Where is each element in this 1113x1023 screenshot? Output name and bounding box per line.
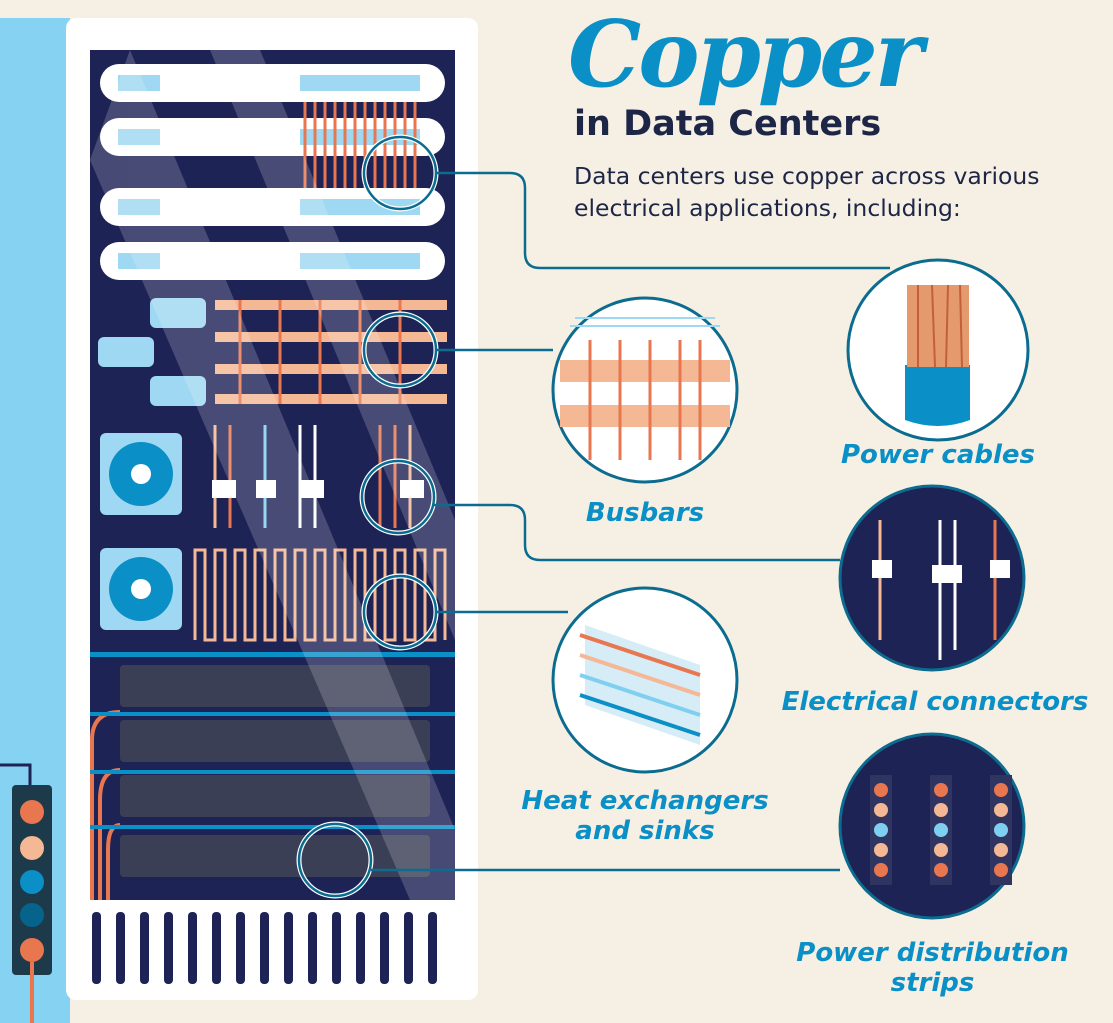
page-title: Copper — [568, 0, 923, 108]
page-subtitle: in Data Centers — [574, 104, 882, 144]
intro-text: Data centers use copper across various e… — [574, 162, 1040, 222]
network-switches — [120, 665, 430, 877]
label-line: strips — [890, 968, 975, 998]
heat-exchanger-coil — [193, 548, 447, 642]
rack-divider — [90, 652, 455, 657]
label-line: and sinks — [575, 816, 715, 846]
busbar-detail — [560, 317, 730, 460]
label-power-cables: Power cables — [840, 440, 1036, 470]
heat-exchanger-detail — [579, 625, 701, 745]
label-electrical-connectors: Electrical connectors — [781, 687, 1089, 717]
server-units — [100, 64, 445, 280]
busbar-section — [98, 298, 447, 406]
label-busbars: Busbars — [585, 498, 705, 528]
power-distribution-detail — [870, 775, 1012, 885]
label-heat-exchangers: Heat exchangers and sinks — [510, 786, 780, 846]
label-power-distribution-strips: Power distribution strips — [795, 938, 1070, 998]
leader-lines — [371, 171, 890, 872]
connector-wires — [212, 425, 424, 528]
power-strip-left — [0, 763, 52, 1023]
connector-detail — [872, 520, 1010, 660]
cooling-fan-icon — [100, 433, 182, 630]
rack-dividers — [90, 712, 455, 829]
rack-vents — [92, 912, 437, 984]
label-line: Power distribution — [796, 938, 1069, 968]
label-line: Heat exchangers — [521, 786, 769, 816]
busbar-icon — [551, 296, 739, 484]
power-cable-detail — [905, 284, 970, 426]
light-reflection — [90, 50, 455, 900]
